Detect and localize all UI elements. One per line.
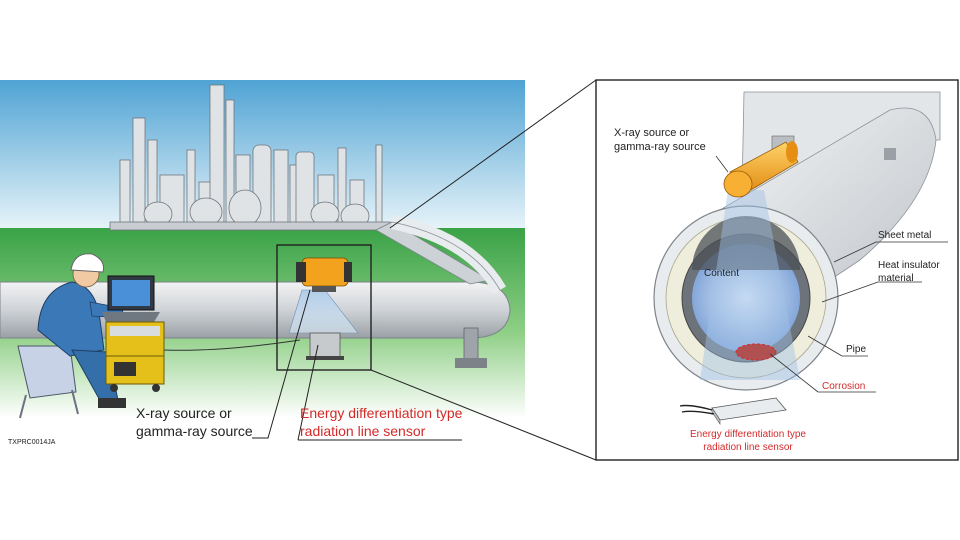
sheet-metal-label: Sheet metal bbox=[878, 230, 931, 241]
line-sensor-device bbox=[679, 397, 787, 425]
xray-source-cylinder bbox=[723, 141, 799, 198]
corrosion-spot bbox=[735, 343, 777, 361]
detail-sensor-label-2: radiation line sensor bbox=[703, 442, 793, 453]
field-scene: X-ray source or gamma-ray source Energy … bbox=[0, 80, 525, 446]
refinery-plant bbox=[109, 84, 391, 231]
detail-source-label-2: gamma-ray source bbox=[614, 141, 706, 153]
detail-sensor-label-1: Energy differentiation type bbox=[690, 429, 806, 440]
laptop-terminal bbox=[102, 275, 160, 322]
scene-sensor-label-2: radiation line sensor bbox=[300, 423, 426, 439]
pipe-label: Pipe bbox=[846, 344, 866, 355]
scanner-device bbox=[288, 257, 359, 360]
sensor-leader-line bbox=[297, 344, 462, 441]
zoom-connector bbox=[370, 79, 597, 461]
radiation-beam bbox=[700, 190, 800, 380]
detail-panel: X-ray source or gamma-ray source Sheet m… bbox=[595, 79, 959, 461]
heat-insulator-label-1: Heat insulator bbox=[878, 260, 940, 271]
inspection-area-frame bbox=[276, 244, 372, 371]
figure-code: TXPRC0014JA bbox=[8, 439, 56, 446]
corrosion-label: Corrosion bbox=[822, 381, 865, 392]
pipe-content bbox=[692, 244, 800, 352]
detail-leader-lines bbox=[715, 155, 948, 393]
control-equipment-cart bbox=[105, 321, 301, 392]
detail-source-label-1: X-ray source or bbox=[614, 127, 690, 139]
source-leader-line bbox=[252, 289, 311, 439]
scene-sensor-label-1: Energy differentiation type bbox=[300, 405, 463, 421]
insulated-pipe-3d bbox=[653, 91, 941, 391]
heat-insulator-label-2: material bbox=[878, 273, 914, 284]
scene-source-label-1: X-ray source or bbox=[136, 405, 232, 421]
scene-source-label-2: gamma-ray source bbox=[136, 423, 253, 439]
content-label: Content bbox=[704, 268, 739, 279]
